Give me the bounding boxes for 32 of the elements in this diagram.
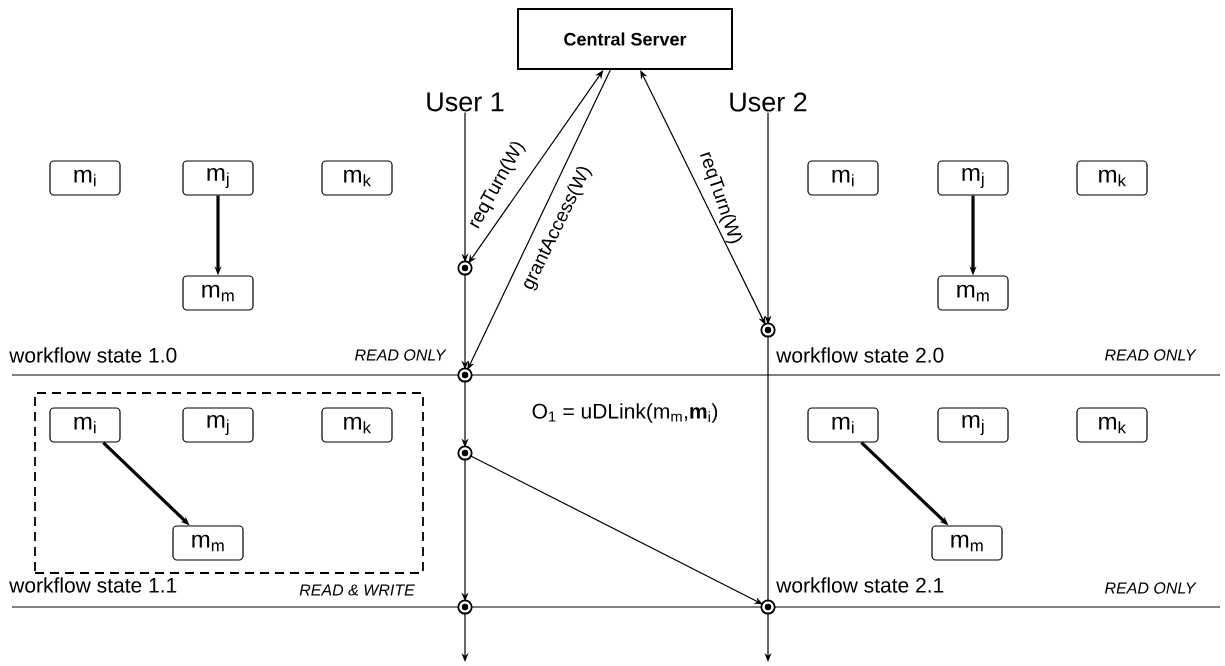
- event-circle: [457, 445, 473, 461]
- model-box: m$_{i}$: [49, 407, 121, 443]
- model-box: m$_{j}$: [937, 160, 1009, 196]
- model-box: m$_{m}$: [937, 275, 1009, 311]
- model-box: m$_{m}$: [172, 525, 244, 561]
- access-mode-label: READ & WRITE: [299, 584, 415, 596]
- model-box: m$_{m}$: [931, 525, 1003, 561]
- model-box: m$_{k}$: [1076, 407, 1148, 443]
- user-label: User 2: [730, 92, 807, 112]
- model-box: m$_{m}$: [182, 275, 254, 311]
- state-label: workflow state 1.1: [9, 577, 177, 593]
- state-label: workflow state 1.0: [9, 347, 177, 363]
- server-box: Central Server: [517, 8, 733, 70]
- operation-label: O$_{1}$ = uDLink(m$_{m}$,m$_{i}$): [532, 403, 718, 423]
- model-box: m$_{k}$: [1076, 160, 1148, 196]
- model-box: m$_{k}$: [321, 160, 393, 196]
- model-box: m$_{j}$: [182, 407, 254, 443]
- event-circle: [760, 599, 776, 615]
- user-label: User 1: [427, 92, 504, 112]
- model-box: m$_{k}$: [321, 407, 393, 443]
- model-box: m$_{i}$: [807, 160, 879, 196]
- access-mode-label: READ ONLY: [1105, 582, 1197, 594]
- model-box: m$_{i}$: [807, 407, 879, 443]
- model-box: m$_{i}$: [49, 160, 121, 196]
- access-mode-label: READ ONLY: [1105, 349, 1197, 361]
- event-circle: [457, 599, 473, 615]
- dashed-frame: [34, 392, 424, 574]
- state-label: workflow state 2.0: [776, 347, 944, 363]
- access-mode-label: READ ONLY: [355, 349, 447, 361]
- state-label: workflow state 2.1: [776, 577, 944, 593]
- model-box: m$_{j}$: [937, 407, 1009, 443]
- model-box: m$_{j}$: [182, 160, 254, 196]
